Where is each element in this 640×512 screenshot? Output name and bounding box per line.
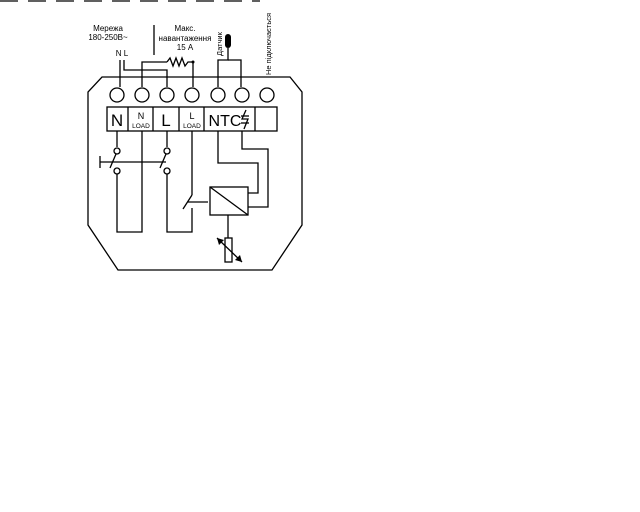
relay-contact xyxy=(182,194,193,210)
sensor-probe-icon xyxy=(225,34,231,48)
adjustable-resistor-icon xyxy=(224,237,233,263)
terminal-n-load: N xyxy=(138,111,145,121)
not-connected-label: Не підключається xyxy=(264,13,273,75)
terminal-n-load-sub: LOAD xyxy=(132,123,150,130)
internal-wiring xyxy=(99,131,269,263)
terminal-l: L xyxy=(161,111,170,130)
terminal-ntc: NTC xyxy=(209,113,242,130)
terminal-n: N xyxy=(111,111,123,130)
mains-terminals-label: N L xyxy=(116,49,129,58)
max-load-label-2: навантаження xyxy=(159,34,212,43)
mains-label-1: Мережа xyxy=(93,24,123,33)
terminal-screws xyxy=(109,87,275,103)
arrow-head xyxy=(217,238,224,245)
sensor-label: Датчик xyxy=(215,31,224,56)
max-load-label-1: Макс. xyxy=(174,24,195,33)
external-wiring xyxy=(119,34,242,87)
max-load-label-3: 15 А xyxy=(177,43,194,52)
load-resistor-icon xyxy=(166,56,194,87)
ground-lightning-icon xyxy=(240,109,249,130)
arrow-head xyxy=(235,255,242,262)
controller-block xyxy=(209,186,249,216)
switch-contact xyxy=(113,147,121,155)
terminal-l-load-sub: LOAD xyxy=(183,123,201,130)
switch-contact xyxy=(113,167,121,175)
device-body xyxy=(87,76,303,271)
terminal-labels: N N LOAD L L LOAD NTC xyxy=(106,106,278,132)
terminal-l-load: L xyxy=(189,111,194,121)
mains-label-2: 180-250В~ xyxy=(88,33,128,42)
